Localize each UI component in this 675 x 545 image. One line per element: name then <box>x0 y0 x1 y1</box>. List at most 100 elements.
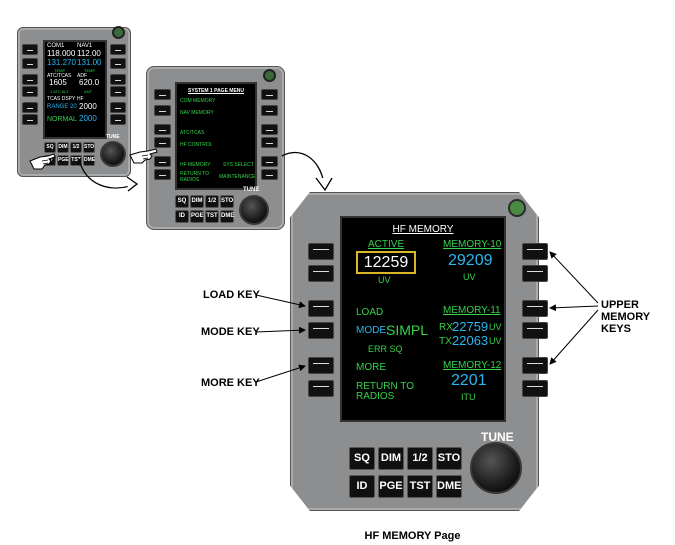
lsk-left-6[interactable] <box>154 169 171 180</box>
lsk-left-1[interactable] <box>154 89 171 100</box>
indicator-led <box>112 26 125 39</box>
xpdr-code: 1605 <box>49 78 67 87</box>
tune-knob[interactable] <box>100 141 126 167</box>
nav-freq: 112.00 <box>77 49 101 58</box>
com-standby: 131.270 <box>47 58 76 67</box>
lsk-right-6[interactable] <box>261 169 278 180</box>
lsk-right-4[interactable] <box>110 86 126 97</box>
lsk-left-3[interactable] <box>22 74 38 85</box>
lsk-right-3[interactable] <box>110 74 126 85</box>
memory-11-tx-frequency: 22063 <box>452 333 489 348</box>
dme-key[interactable]: DME <box>436 475 462 498</box>
load-label: LOAD <box>356 307 384 318</box>
lsk-left-6[interactable] <box>22 114 38 125</box>
adf-label: ADF <box>77 73 87 79</box>
lsk-left-5[interactable] <box>22 102 38 113</box>
lsk-left-1[interactable] <box>308 243 334 260</box>
dme-key[interactable]: DME <box>220 210 234 223</box>
pge-key[interactable]: PGE <box>190 210 204 223</box>
tune-knob[interactable] <box>470 442 522 494</box>
lsk-right-4[interactable] <box>522 322 548 339</box>
upper-memory-leader-1 <box>549 251 599 304</box>
half-key[interactable]: 1/2 <box>407 447 433 470</box>
lsk-left-1[interactable] <box>22 44 38 55</box>
memory-12-key[interactable] <box>522 357 548 374</box>
lsk-right-4[interactable] <box>261 137 278 148</box>
lsk-left-4[interactable] <box>154 137 171 148</box>
dim-key[interactable]: DIM <box>378 447 404 470</box>
upper-memory-leader-3 <box>549 309 599 365</box>
radio-panel-small: COM1 NAV1 118.000 112.00 131.270 131.00 … <box>17 26 131 177</box>
sto-key[interactable]: STO <box>83 142 95 153</box>
lsk-right-1[interactable] <box>110 44 126 55</box>
hf-freq: 2000 <box>79 102 97 111</box>
pge-key[interactable]: PGE <box>57 155 69 166</box>
small-display: COM1 NAV1 118.000 112.00 131.270 131.00 … <box>43 40 107 139</box>
upper-memory-keys-callout-line2: MEMORY KEYS <box>601 311 650 335</box>
dim-key[interactable]: DIM <box>57 142 69 153</box>
id-key[interactable]: ID <box>175 210 189 223</box>
nav-standby-label: TEMP <box>84 68 96 73</box>
sq-key[interactable]: SQ <box>349 447 375 470</box>
load-key[interactable] <box>308 300 334 317</box>
load-key-leader <box>255 294 306 309</box>
lsk-right-6[interactable] <box>522 380 548 397</box>
memory-11-key[interactable] <box>522 300 548 317</box>
lsk-right-6[interactable] <box>110 114 126 125</box>
menu-item-maintenance: MAINTENANCE <box>219 174 256 180</box>
menu-item-return: RETURN TO RADIOS <box>180 171 209 183</box>
mode-key-leader <box>255 326 306 334</box>
tst-key[interactable]: TST <box>407 475 433 498</box>
memory-11-rx-frequency: 22759 <box>452 319 489 334</box>
return-to-radios-key[interactable] <box>308 380 334 397</box>
memory-10-key[interactable] <box>522 243 548 260</box>
sto-key[interactable]: STO <box>436 447 462 470</box>
mode-value: SIMPL <box>386 322 429 338</box>
mode-key[interactable] <box>308 322 334 339</box>
tst-key[interactable]: TST <box>70 155 82 166</box>
menu-item-nav-memory: NAV MEMORY <box>180 110 214 116</box>
nav-label: NAV1 <box>77 43 93 49</box>
active-frequency[interactable]: 12259 <box>356 251 416 274</box>
half-key[interactable]: 1/2 <box>70 142 82 153</box>
tcas-mode: RANGE 20 <box>47 104 77 110</box>
menu-item-sys-select: SYS SELECT <box>223 162 254 168</box>
lsk-left-3[interactable] <box>154 124 171 135</box>
dim-key[interactable]: DIM <box>190 195 204 208</box>
tst-key[interactable]: TST <box>205 210 219 223</box>
lsk-left-2[interactable] <box>308 265 334 282</box>
lsk-right-5[interactable] <box>110 102 126 113</box>
lsk-left-2[interactable] <box>154 105 171 116</box>
lsk-left-2[interactable] <box>22 58 38 69</box>
tune-label: TUNE <box>106 134 120 140</box>
lsk-right-5[interactable] <box>261 156 278 167</box>
menu-title: SYSTEM 1 PAGE MENU <box>187 88 245 94</box>
memory-12-label: MEMORY-12 <box>443 360 502 371</box>
id-key[interactable]: ID <box>349 475 375 498</box>
lsk-left-5[interactable] <box>154 156 171 167</box>
pointing-hand-icon <box>29 153 56 170</box>
page-title: HF MEMORY <box>392 224 454 235</box>
lsk-right-1[interactable] <box>261 89 278 100</box>
pge-key[interactable]: PGE <box>378 475 404 498</box>
sq-key[interactable]: SQ <box>175 195 189 208</box>
menu-display: SYSTEM 1 PAGE MENU COM MEMORY NAV MEMORY… <box>175 82 257 190</box>
sto-key[interactable]: STO <box>220 195 234 208</box>
tcas-label: TCAS DSPY <box>47 96 76 102</box>
tune-label: TUNE <box>243 187 260 193</box>
xpdr-sub: 1 ATC ALT <box>50 89 69 94</box>
tune-knob[interactable] <box>239 195 269 225</box>
half-key[interactable]: 1/2 <box>205 195 219 208</box>
sq-key[interactable]: SQ <box>44 142 56 153</box>
active-mode: UV <box>378 275 391 285</box>
dme-key[interactable]: DME <box>83 155 95 166</box>
lsk-left-4[interactable] <box>22 86 38 97</box>
lsk-right-2[interactable] <box>522 265 548 282</box>
lsk-right-2[interactable] <box>110 58 126 69</box>
upper-memory-leader-2 <box>549 304 599 312</box>
lsk-right-3[interactable] <box>261 124 278 135</box>
memory-10-label: MEMORY-10 <box>443 239 502 250</box>
indicator-led <box>263 69 276 82</box>
lsk-right-2[interactable] <box>261 105 278 116</box>
more-key[interactable] <box>308 357 334 374</box>
